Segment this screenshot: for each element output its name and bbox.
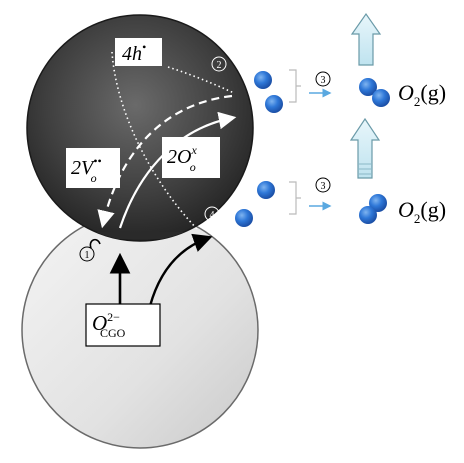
cgo-oxygen-label: O2−CGO [92,310,126,340]
holes-label-box [115,38,162,66]
step-3-bottom-label: 3 [321,181,326,192]
vacancies-label-box [66,148,120,188]
oxygen-molecule-bottom-atom [369,194,387,212]
step-4-circle [204,206,220,222]
site-marker-1 [89,238,101,249]
step-1-circle [79,246,95,262]
oxygen-atom [254,71,272,89]
step-3-top-label: 3 [321,75,326,86]
oxygen-molecule-bottom-atom [359,206,377,224]
oxygen-atom [235,209,253,227]
bracket-bottom [289,181,301,215]
step-3-top-circle [315,71,331,87]
hole-paths [111,51,235,231]
step-2-label: 2 [217,60,222,71]
oxygen-gas-bottom-label: O2(g) [398,197,446,226]
oxygen-gas-top-label: O2(g) [398,80,446,109]
oxygen-atom [257,181,275,199]
site-marker-4 [216,226,229,237]
holes-label: 4h• [122,40,146,65]
release-arrow-top [350,12,382,66]
bracket-top [289,69,301,103]
vacancy-path [97,94,233,229]
step-4-label: 4 [210,210,215,221]
lattice-oxygen-label-box [162,137,220,178]
site-marker-2 [236,56,248,67]
oxygen-atom [265,95,283,113]
release-arrow-bottom [349,117,381,179]
release-arrow-bottom-stripes [358,163,372,175]
cgo-oxygen-label-box [85,303,161,347]
step-2-circle [211,56,227,72]
step-3-bottom-circle [315,177,331,193]
oxygen-molecule-top-atom [372,89,390,107]
vacancies-label: 2V••o [71,154,102,185]
cgo-to-surface-arrow [148,233,213,307]
particle-interface [52,232,222,239]
step-1-label: 1 [85,250,90,261]
oxygen-molecule-top-atom [359,78,377,96]
